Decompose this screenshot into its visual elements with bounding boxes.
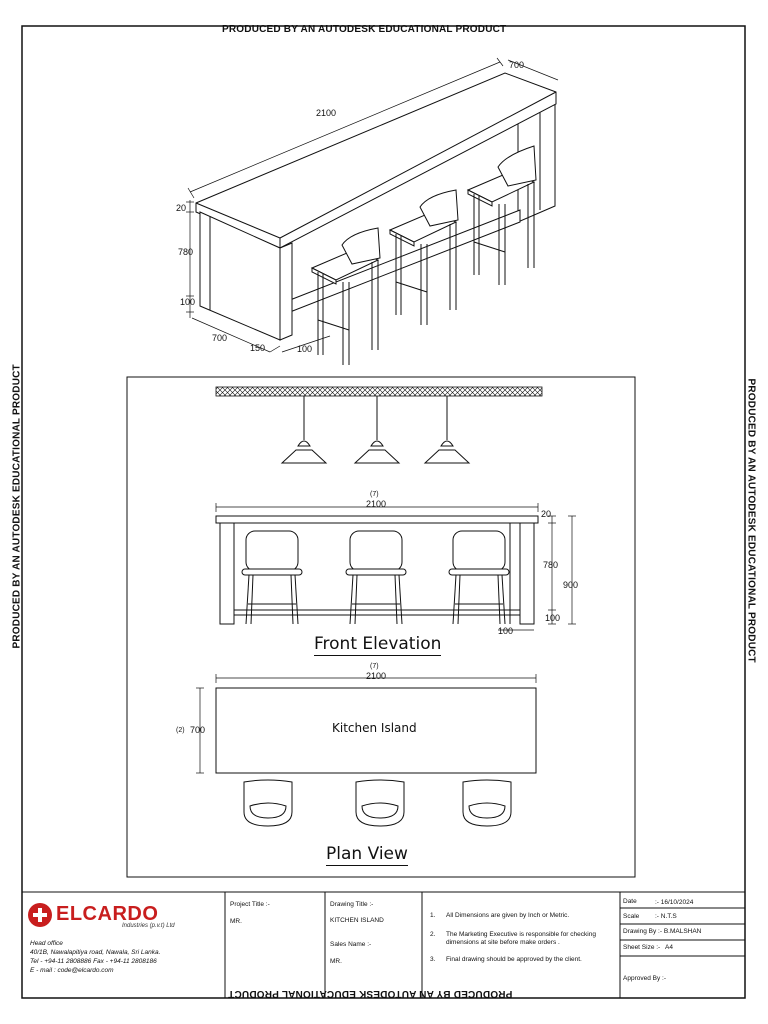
elev-dim-body: 780 [543, 560, 559, 570]
watermark-top: PRODUCED BY AN AUTODESK EDUCATIONAL PROD… [222, 24, 507, 35]
pendant-lamp-3 [423, 396, 471, 464]
elev-dim-length: 2100 [366, 499, 387, 509]
watermark-left: PRODUCED BY AN AUTODESK EDUCATIONAL PROD… [11, 364, 23, 649]
plan-stool-2 [355, 779, 405, 827]
isometric-view [186, 57, 559, 365]
company-phone: Tel - +94-11 2808886 Fax - +94-11 280818… [30, 958, 157, 965]
note-1: 1.All Dimensions are given by Inch or Me… [430, 912, 570, 919]
front-elevation-view [215, 503, 576, 631]
elcardo-logo-icon [28, 903, 52, 927]
elev-dim-length-note: (7) [370, 491, 379, 498]
note-2: 2.The Marketing Executive is responsible… [430, 931, 596, 938]
sheet-border [21, 25, 746, 999]
plan-stool-1 [243, 779, 293, 827]
company-name: ELCARDO [56, 903, 159, 925]
iso-dim-depth-bottom: 700 [212, 333, 228, 343]
sheet-size-label: Sheet Size :- [623, 944, 661, 951]
pendant-lamp-2 [353, 396, 401, 464]
front-elevation-title: Front Elevation [314, 634, 442, 656]
sales-name-label: Sales Name :- [330, 941, 372, 948]
iso-dim-depth-top: 700 [509, 60, 525, 70]
scale-value: :- N.T.S [655, 913, 677, 920]
iso-stool-1 [310, 227, 381, 365]
plan-view [196, 674, 537, 827]
iso-dim-top-thickness: 20 [176, 203, 187, 213]
drawing-title-value: KITCHEN ISLAND [330, 917, 384, 924]
note-3: 3.Final drawing should be approved by th… [430, 956, 582, 963]
elev-dim-kick: 100 [498, 626, 514, 636]
iso-dim-length: 2100 [316, 108, 337, 118]
project-title-value: MR. [230, 918, 242, 925]
plan-dim-depth: 700 [190, 725, 206, 735]
approved-by: Approved By :- [623, 975, 666, 982]
plan-stool-3 [462, 779, 512, 827]
elev-stool-2 [345, 530, 407, 625]
company-sub: Industries (p.v.t) Ltd [122, 923, 175, 929]
scale-label: Scale [623, 913, 640, 920]
elev-stool-1 [241, 530, 303, 625]
plan-view-title: Plan View [326, 844, 408, 866]
drawing-title-label: Drawing Title :- [330, 901, 374, 908]
company-email: E - mail : code@elcardo.com [30, 967, 114, 974]
watermark-right: PRODUCED BY AN AUTODESK EDUCATIONAL PROD… [745, 378, 757, 663]
elev-dim-total: 900 [563, 580, 579, 590]
iso-dim-recess: 150 [250, 343, 266, 353]
sheet-size-value: A4 [665, 944, 673, 951]
views-frame [126, 376, 636, 878]
elev-stool-3 [448, 530, 510, 625]
date-value: :- 16/10/2024 [655, 899, 694, 906]
pendant-lamps [280, 396, 471, 464]
elev-dim-top: 20 [541, 509, 552, 519]
date-label: Date [623, 898, 637, 905]
island-label: Kitchen Island [332, 721, 417, 735]
plan-dim-length-note: (7) [370, 663, 379, 670]
watermark-bottom: PRODUCED BY AN AUTODESK EDUCATIONAL PROD… [228, 988, 513, 999]
plan-dim-depth-note: (2) [176, 727, 185, 734]
note-2-cont: dimensions at site before make orders . [446, 939, 560, 946]
iso-dim-plinth: 100 [180, 297, 196, 307]
head-office-label: Head office [30, 940, 63, 947]
sales-name-value: MR. [330, 958, 342, 965]
ceiling-hatch [215, 386, 543, 397]
plan-dim-length: 2100 [366, 671, 387, 681]
iso-stool-3 [466, 145, 537, 285]
iso-dim-kick: 100 [297, 344, 313, 354]
company-address: 40/1B, Nawalapitiya road, Nawala, Sri La… [30, 949, 161, 956]
project-title-label: Project Title :- [230, 901, 270, 908]
title-block [22, 891, 745, 998]
plan-island-outline [215, 687, 537, 774]
iso-dim-body-height: 780 [178, 247, 194, 257]
elev-dim-plinth: 100 [545, 613, 561, 623]
pendant-lamp-1 [280, 396, 328, 464]
iso-stool-2 [388, 189, 459, 325]
drawing-by: Drawing By :- B.MALSHAN [623, 928, 702, 935]
